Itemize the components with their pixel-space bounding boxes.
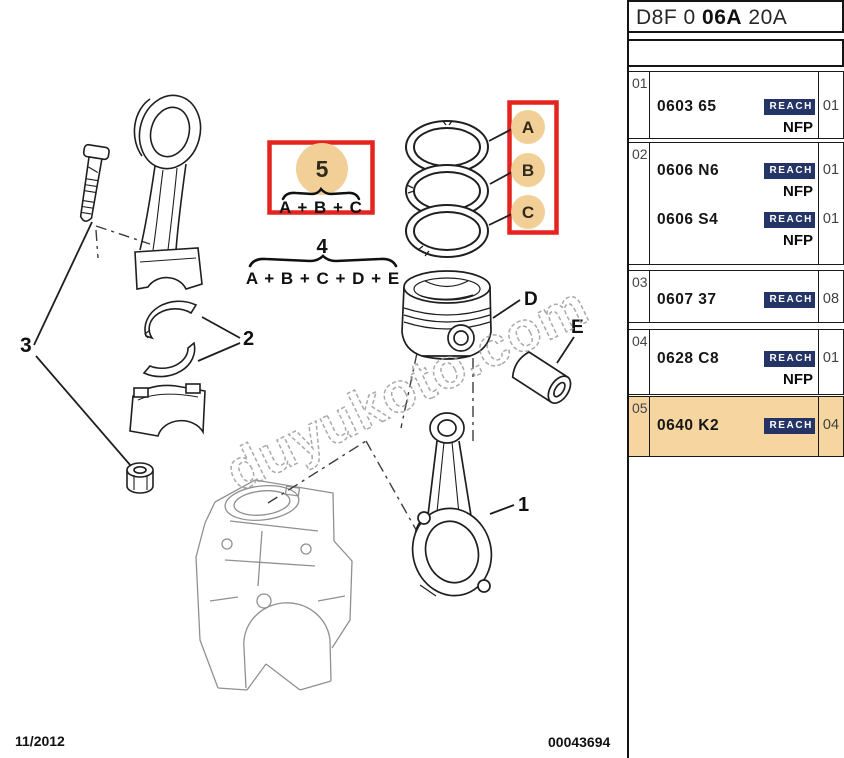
parts-row-03[interactable]: 03 0607 37 REACH 08 bbox=[629, 270, 844, 323]
ring-callout-box[interactable]: A B C bbox=[488, 100, 559, 235]
reach-badge[interactable]: REACH bbox=[764, 350, 815, 367]
formula-group5: A + B + C bbox=[279, 198, 363, 217]
parts-row-05-selected[interactable]: 05 0640 K2 REACH 04 bbox=[629, 396, 844, 457]
engine-block-sketch bbox=[195, 479, 353, 691]
piston bbox=[401, 270, 492, 360]
footer-date: 11/2012 bbox=[15, 733, 65, 749]
bearing-cap bbox=[129, 383, 206, 437]
hotspot-group5[interactable] bbox=[296, 143, 348, 195]
label-shells: 2 bbox=[243, 328, 254, 350]
empty-header-box bbox=[629, 39, 844, 67]
part-qty: 04 bbox=[822, 417, 840, 433]
callout-2: 2 bbox=[197, 316, 254, 362]
rod-sketch-upper bbox=[133, 94, 203, 290]
callout-1: 1 bbox=[489, 494, 529, 516]
exploded-diagram: 3 2 A bbox=[20, 94, 599, 691]
hotspot-ring-c[interactable] bbox=[511, 195, 545, 229]
part-qty: 08 bbox=[822, 291, 840, 307]
footer-doc-number: 00043694 bbox=[548, 734, 611, 750]
label-bolt-nut: 3 bbox=[20, 334, 32, 357]
code-bold: 06A bbox=[702, 6, 743, 29]
label-ring-a: A bbox=[522, 118, 534, 137]
reach-badge[interactable]: REACH bbox=[764, 417, 815, 434]
label-rod: 1 bbox=[518, 494, 529, 516]
label-pin: E bbox=[571, 317, 584, 338]
part-number: 0606 N6 bbox=[657, 161, 720, 179]
row-index: 03 bbox=[629, 271, 650, 322]
rod-nut bbox=[126, 462, 154, 494]
part-qty: 01 bbox=[822, 211, 840, 227]
row-index: 02 bbox=[629, 143, 650, 264]
part-number: 0606 S4 bbox=[657, 210, 719, 228]
callout-d: D bbox=[492, 289, 538, 319]
part-number: 0640 K2 bbox=[657, 416, 720, 434]
reach-badge[interactable]: REACH bbox=[764, 162, 815, 179]
part-number: 0607 37 bbox=[657, 290, 717, 308]
nfp-flag: NFP bbox=[783, 119, 813, 136]
piston-rings bbox=[405, 120, 489, 258]
group5-callout-box[interactable]: 5 A + B + C bbox=[267, 140, 375, 218]
label-group4: 4 bbox=[316, 236, 328, 258]
nfp-flag: NFP bbox=[783, 183, 813, 200]
label-ring-b: B bbox=[522, 161, 534, 180]
bearing-shells bbox=[142, 300, 198, 378]
nfp-flag: NFP bbox=[783, 232, 813, 249]
diagram-svg: 3 2 A bbox=[20, 94, 599, 691]
rod-bolt bbox=[79, 143, 110, 222]
connecting-rod bbox=[411, 412, 493, 597]
parts-row-01[interactable]: 01 0603 65 REACH NFP 01 bbox=[629, 71, 844, 139]
part-qty: 01 bbox=[822, 98, 840, 114]
part-qty: 01 bbox=[822, 350, 840, 366]
formula-group4: A + B + C + D + E bbox=[246, 269, 400, 288]
row-index: 01 bbox=[629, 72, 650, 138]
label-piston: D bbox=[524, 289, 538, 310]
label-ring-c: C bbox=[522, 203, 534, 222]
construction-lines bbox=[95, 225, 474, 591]
callout-3: 3 bbox=[20, 221, 132, 467]
part-number: 0628 C8 bbox=[657, 349, 720, 367]
code-suffix: 20A bbox=[748, 6, 788, 29]
reach-badge[interactable]: REACH bbox=[764, 211, 815, 228]
part-qty: 01 bbox=[822, 162, 840, 178]
row-index: 04 bbox=[629, 330, 650, 394]
code-prefix: D8F 0 bbox=[636, 6, 696, 29]
hotspot-ring-a[interactable] bbox=[511, 110, 545, 144]
nfp-flag: NFP bbox=[783, 371, 813, 388]
reach-badge[interactable]: REACH bbox=[764, 291, 815, 308]
reach-badge[interactable]: REACH bbox=[764, 98, 815, 115]
parts-row-04[interactable]: 04 0628 C8 REACH NFP 01 bbox=[629, 329, 844, 395]
hotspot-ring-b[interactable] bbox=[511, 153, 545, 187]
label-group5: 5 bbox=[316, 156, 329, 182]
part-number: 0603 65 bbox=[657, 97, 717, 115]
row-index: 05 bbox=[629, 397, 650, 456]
parts-row-02[interactable]: 02 0606 N6 REACH NFP 0606 S4 REACH NFP 0… bbox=[629, 142, 844, 265]
reference-code-header: D8F 0 06A 20A bbox=[629, 0, 844, 33]
group4-callout: 4 A + B + C + D + E bbox=[246, 236, 400, 288]
wrist-pin: E bbox=[511, 317, 584, 404]
parts-table-panel: D8F 0 06A 20A 01 0603 65 REACH NFP 01 02… bbox=[627, 0, 844, 758]
